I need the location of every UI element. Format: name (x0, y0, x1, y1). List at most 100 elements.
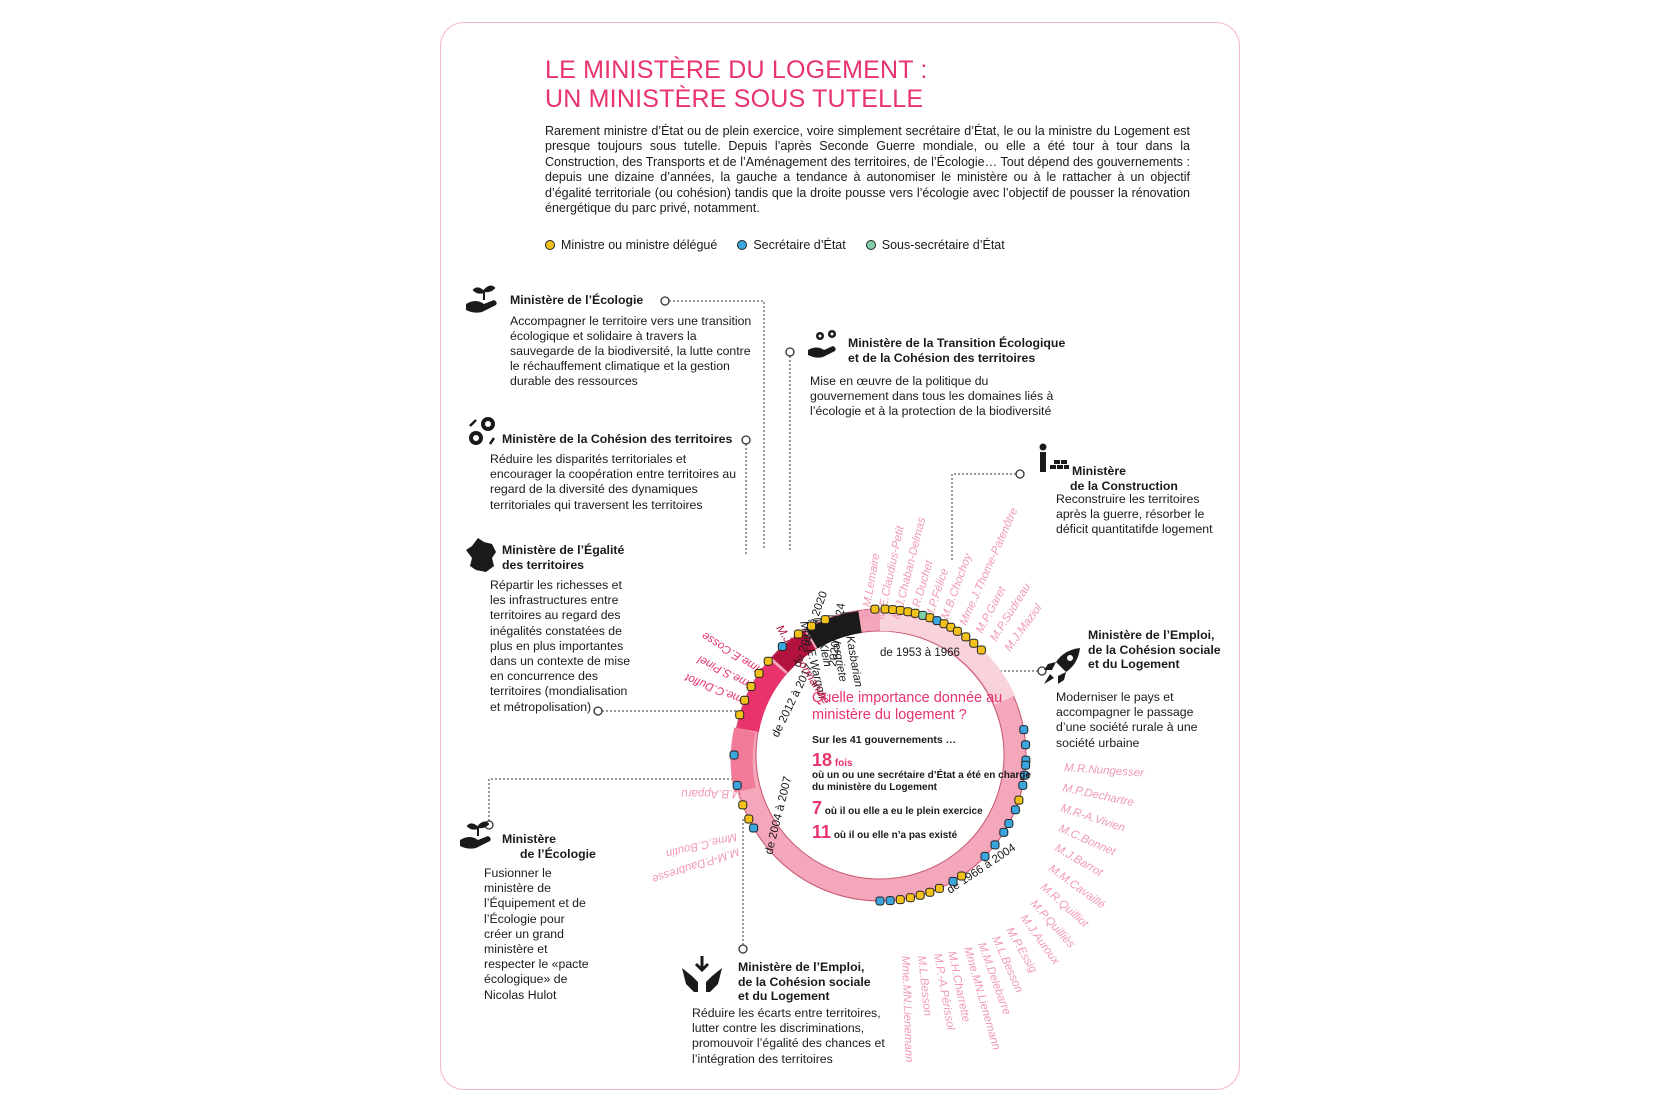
role-dot (976, 645, 986, 655)
center-panel: Quelle importance donnée au ministère du… (812, 690, 1042, 842)
ministry-ecologie-1: Ministère de l’Écologie Accompagner le t… (510, 293, 760, 390)
ministry-title: Ministère de l’Égalité (502, 543, 625, 557)
ministry-egalite: Ministère de l’Égalité des territoires (502, 543, 652, 572)
stat-number: 18 (812, 750, 833, 770)
role-dot (961, 632, 971, 642)
blue-dot-icon (737, 240, 748, 250)
role-dot (732, 780, 742, 790)
arc-1953-1966 (879, 608, 1016, 705)
stat-text: où il ou elle a eu le plein exercice (824, 806, 983, 817)
ring-inner-edge (755, 630, 1005, 880)
ministry-ecologie-2: Ministère de l’Écologie (502, 832, 622, 861)
role-dot (969, 638, 979, 648)
ministry-title: Ministère de l’Emploi, (738, 960, 865, 974)
ministry-desc: Reconstruire les territoires après la gu… (1056, 492, 1213, 537)
legend-item-sous-secretaire: Sous-secrétaire d’État (865, 238, 1005, 252)
role-dot (763, 656, 773, 666)
name-label: M.B.Apparu (681, 787, 742, 799)
page-frame (440, 22, 1240, 1090)
ministry-title: de l’Écologie (520, 846, 596, 861)
ministry-desc: Mise en œuvre de la politique du gouvern… (810, 374, 1054, 419)
role-dot (1021, 760, 1031, 770)
ministry-cohesion: Ministère de la Cohésion des territoires (502, 432, 752, 447)
role-dot (729, 750, 739, 760)
ministry-title: Ministère (1072, 464, 1126, 478)
role-dot (952, 626, 962, 636)
role-dot (905, 893, 915, 903)
stat-text: où il ou elle n’a pas existé (833, 830, 958, 841)
ministry-title: Ministère de l’Emploi, (1088, 628, 1215, 642)
connector-construction (951, 473, 1020, 560)
role-dot (957, 871, 967, 881)
role-dot (744, 814, 754, 824)
role-dot (990, 840, 1000, 850)
names-left-pale: M.B.Apparu Mme.C.Boutin M.M-P.Daubresse (650, 787, 742, 885)
name-label: M.R.Nungesser (1064, 762, 1146, 780)
arc-2020-2024 (806, 611, 862, 649)
ministry-title: de la Cohésion sociale (1088, 642, 1221, 657)
ministry-ecologie-2-desc: Fusionner le ministère de l’Équipement e… (484, 866, 596, 1003)
legend-label: Sous-secrétaire d’État (881, 238, 1005, 252)
role-dot (793, 629, 803, 639)
role-dot (777, 642, 787, 651)
names-bottom: M.H.Charrette M.P.-A.Périssol M.L.Besson… (899, 950, 972, 1063)
role-dot (735, 710, 745, 720)
ministry-emploi-2-desc: Réduire les écarts entre territoires, lu… (692, 1006, 902, 1067)
stat-unit: fois (834, 758, 853, 769)
endpoint-dot (660, 296, 670, 306)
name-label: Mme.MN.Lienemann (899, 956, 915, 1063)
ministry-title: Ministère de la Transition Écologique (848, 336, 1066, 350)
ministry-desc: Réduire les disparités territoriales et … (490, 452, 737, 512)
role-dot (870, 604, 880, 614)
role-dot (925, 887, 935, 897)
endpoint-dot (1037, 666, 1047, 676)
role-dot (915, 890, 925, 900)
ministry-construction: Ministère de la Construction (1070, 464, 1222, 493)
ministry-emploi-1: Ministère de l’Emploi, de la Cohésion so… (1088, 628, 1258, 672)
period-label: de 1953 à 1966 (880, 647, 960, 659)
role-dot (746, 682, 756, 691)
stat-number: 11 (812, 822, 832, 842)
worker-bricks-icon (1039, 443, 1069, 472)
role-dot (740, 695, 750, 705)
ministry-title: de la Construction (1070, 478, 1178, 493)
ministry-construction-desc: Reconstruire les territoires après la gu… (1056, 492, 1231, 538)
ministry-title: Ministère de l’Écologie (510, 293, 644, 307)
role-dot (807, 621, 816, 631)
rocket-icon (1044, 648, 1080, 684)
connector-endpoints (484, 296, 1047, 954)
ministry-egalite-desc: Répartir les richesses et les infrastruc… (490, 578, 640, 715)
role-dot (1020, 770, 1030, 780)
france-map-icon (466, 538, 496, 572)
connector-lines (488, 300, 1038, 945)
title-line-2: UN MINISTÈRE SOUS TUTELLE (545, 85, 924, 113)
legend: Ministre ou ministre délégué Secrétaire … (545, 238, 1005, 252)
intro-paragraph: Rarement ministre d’État ou de plein exe… (545, 124, 1190, 216)
role-dot (888, 605, 898, 615)
arc-2004-2007 (730, 727, 756, 793)
yellow-dot-icon (545, 240, 555, 250)
stat-number: 7 (812, 798, 823, 818)
ministry-title: et de la Cohésion des territoires (848, 350, 1036, 365)
role-dot (1010, 805, 1020, 815)
endpoint-dot (1015, 469, 1025, 479)
role-dot (934, 883, 944, 893)
arc-2017-2020 (771, 630, 816, 673)
ministry-title: de la Cohésion sociale (738, 974, 871, 989)
ministry-transition: Ministère de la Transition Écologique et… (848, 336, 1098, 365)
role-dot (754, 668, 764, 678)
plant-hand-icon (466, 285, 497, 313)
name-label: M.L.Besson (915, 955, 933, 1017)
role-dot (903, 607, 913, 617)
ministry-title: et du Logement (738, 989, 830, 1003)
ministry-transition-desc: Mise en œuvre de la politique du gouvern… (810, 374, 1065, 420)
role-dot (1019, 725, 1029, 735)
role-dot (738, 800, 748, 810)
legend-label: Secrétaire d’État (753, 238, 846, 252)
center-subtitle: Sur les 41 gouvernements … (812, 734, 957, 746)
role-dot (880, 604, 890, 614)
center-question: Quelle importance donnée au ministère du… (812, 690, 1003, 723)
plant-hand-icon (460, 821, 491, 849)
ring-dots (729, 604, 1031, 906)
